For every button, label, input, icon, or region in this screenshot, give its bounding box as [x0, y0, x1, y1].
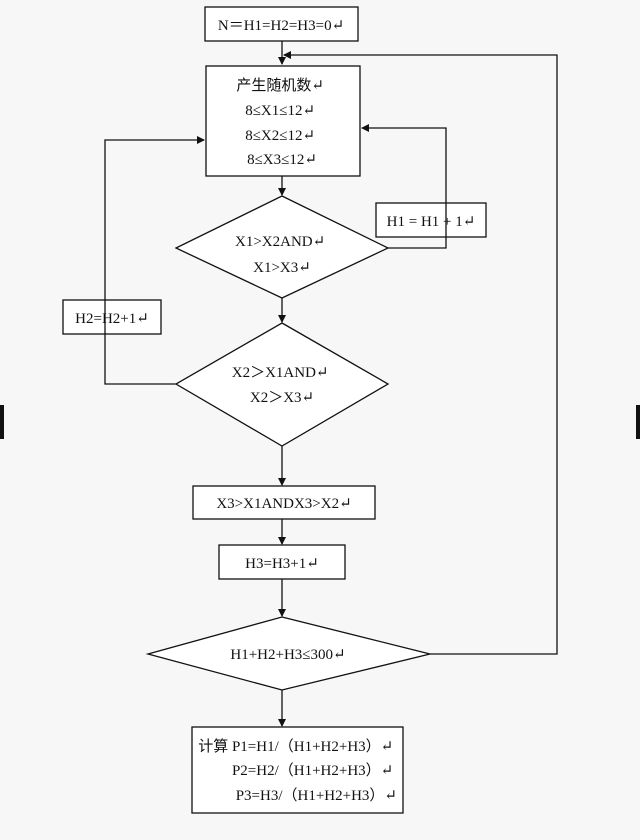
condition-2-text: X2＞X1AND↵ X2＞X3↵ — [232, 365, 332, 406]
loop-check-text: H1+H2+H3≤300↵ — [230, 647, 345, 663]
condition-3-text: X3>X1ANDX3>X2↵ — [216, 496, 351, 512]
h3-increment-box — [218, 544, 346, 580]
h1-increment-box — [375, 202, 487, 238]
generate-box — [205, 65, 361, 177]
h1-increment-text: H1 = H1 + 1↵ — [387, 214, 476, 230]
h2-increment-box — [62, 299, 162, 335]
arrow-h2-loop-back — [104, 136, 205, 385]
arrow-loop-back-to-generate — [283, 51, 558, 655]
calculate-text: 计算 P1=H1/（H1+H2+H3）↵ P2=H2/（H1+H2+H3）↵ P… — [198, 737, 397, 804]
generate-text: 产生随机数↵ 8≤X1≤12↵ 8≤X2≤12↵ 8≤X3≤12↵ — [236, 77, 327, 168]
h3-increment-text: H3=H3+1↵ — [245, 556, 319, 572]
h2-increment-text: H2=H2+1↵ — [75, 311, 149, 327]
init-box — [204, 6, 359, 42]
calculate-box — [191, 726, 404, 814]
condition-3-box — [192, 485, 376, 520]
condition-2-diamond — [174, 322, 390, 447]
arrow-h1-loop-back — [361, 124, 447, 249]
condition-1-text: X1>X2AND↵ X1>X3↵ — [235, 234, 329, 276]
page-edge-mark-left — [0, 405, 4, 439]
page-edge-mark-right — [636, 405, 640, 439]
init-text: N＝H1=H2=H3=0↵ — [218, 18, 344, 34]
